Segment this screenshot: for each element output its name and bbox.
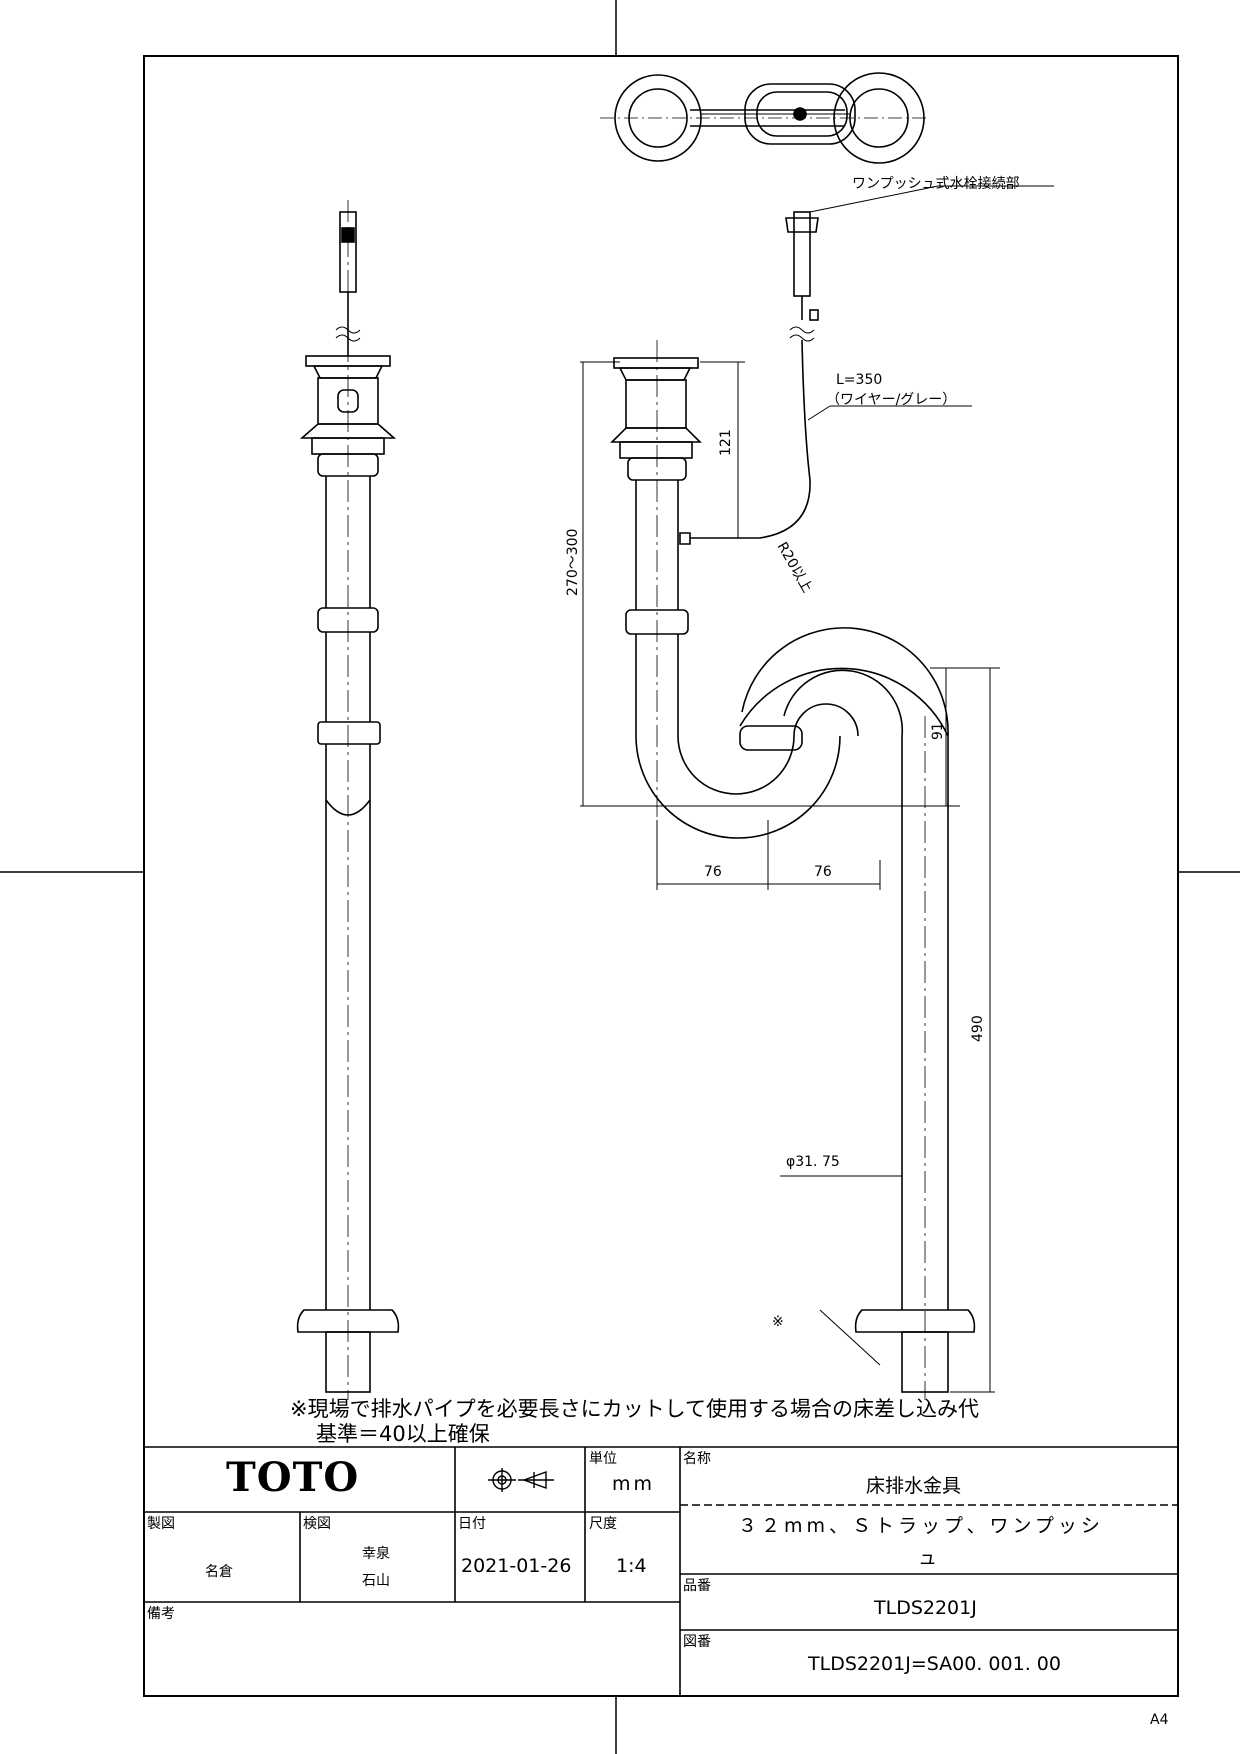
drawing-number: TLDS2201J=SA00. 001. 00 bbox=[808, 1653, 1061, 1675]
unit-value: mm bbox=[612, 1473, 656, 1495]
name-value: 床排水金具 bbox=[866, 1475, 962, 1497]
dim-76-left: 76 bbox=[704, 864, 722, 880]
drafted-value: 名倉 bbox=[205, 1564, 233, 1580]
part-number: TLDS2201J bbox=[874, 1597, 977, 1619]
date-value: 2021-01-26 bbox=[461, 1555, 572, 1577]
asterisk-mark: ※ bbox=[772, 1314, 784, 1330]
scale-value: 1:4 bbox=[616, 1555, 647, 1577]
description-line-2: ュ bbox=[918, 1547, 938, 1569]
checked-value-1: 幸泉 bbox=[362, 1546, 390, 1562]
toto-logo: TOTO bbox=[226, 1454, 360, 1501]
drawing-no-label: 図番 bbox=[683, 1634, 711, 1650]
remarks-label: 備考 bbox=[147, 1606, 175, 1622]
wire-length-label: L=350 bbox=[836, 372, 883, 388]
date-label: 日付 bbox=[458, 1516, 486, 1532]
unit-label: 単位 bbox=[589, 1451, 617, 1467]
top-plan-view bbox=[600, 72, 930, 164]
third-angle-projection-icon bbox=[488, 1468, 554, 1492]
front-view-right bbox=[610, 211, 976, 1400]
scale-label: 尺度 bbox=[589, 1516, 617, 1532]
front-view-left bbox=[296, 200, 400, 1400]
wire-desc-label: （ワイヤー/グレー） bbox=[826, 392, 957, 408]
note-line-2: 基準＝40以上確保 bbox=[316, 1422, 490, 1446]
description-line-1: ３２mm、Ｓトラップ、ワンプッシ bbox=[738, 1515, 1104, 1537]
checked-value-2: 石山 bbox=[362, 1573, 390, 1589]
connection-callout: ワンプッシュ式水栓接続部 bbox=[852, 176, 1020, 192]
dimension-lines bbox=[580, 185, 1054, 1393]
dim-diameter: φ31. 75 bbox=[786, 1154, 840, 1170]
drafted-label: 製図 bbox=[147, 1516, 175, 1532]
dim-76-right: 76 bbox=[814, 864, 832, 880]
name-label: 名称 bbox=[683, 1451, 711, 1467]
note-line-1: ※現場で排水パイプを必要長さにカットして使用する場合の床差し込み代 bbox=[290, 1397, 979, 1421]
part-label: 品番 bbox=[683, 1578, 711, 1594]
paper-size: A4 bbox=[1150, 1712, 1169, 1728]
checked-label: 検図 bbox=[303, 1516, 331, 1532]
